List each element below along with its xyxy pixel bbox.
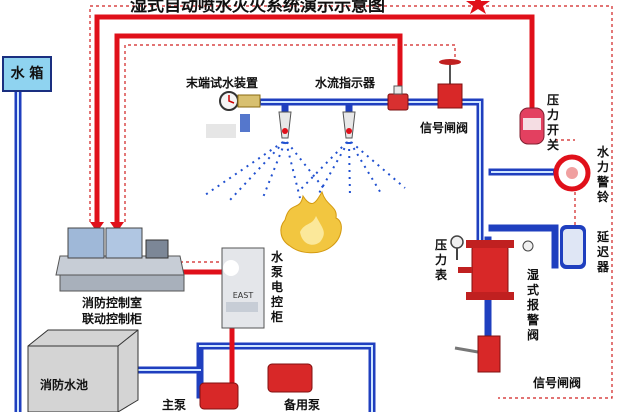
- fire-pool-label: 消防水池: [40, 378, 89, 392]
- sprinkler-heads: [278, 111, 356, 139]
- main-pump-label: 主泵: [162, 398, 187, 412]
- water-pipes: [14, 88, 559, 412]
- standby-pump-label: 备用泵: [284, 398, 321, 412]
- pump-control-cabinet: [221, 247, 265, 329]
- retarder: [560, 225, 586, 269]
- signal-arrows: [90, 222, 124, 232]
- wet-alarm-valve: [450, 235, 534, 300]
- signal-valve-bottom-label: 信号闸阀: [533, 376, 582, 390]
- water-alarm-bell: [553, 154, 591, 192]
- water-spray: [204, 141, 406, 201]
- end-test-device-label: 末端试水装置: [186, 76, 259, 90]
- fire-control-console: [55, 227, 185, 292]
- star-icon: [466, 0, 490, 14]
- water-tank: 水 箱: [2, 56, 52, 92]
- pressure-switch: [519, 107, 545, 145]
- linkage-cabinet-label: 联动控制柜: [82, 312, 143, 326]
- signal-valve-top-label: 信号闸阀: [420, 121, 469, 135]
- end-test-device: [206, 91, 261, 138]
- diagram-title: 湿式自动喷水灭火系统演示示意图: [130, 0, 385, 16]
- pump-cabinet-label: 水泵电控柜: [270, 250, 283, 324]
- control-room-label: 消防控制室: [82, 296, 143, 310]
- cabinet-brand: EAST: [233, 291, 254, 300]
- fire-icon: [280, 190, 342, 254]
- pressure-gauge-label: 压力表: [434, 238, 447, 282]
- retarder-label: 延迟器: [596, 230, 609, 274]
- pressure-switch-label: 压力开关: [546, 93, 559, 152]
- flow-indicator: [387, 85, 409, 111]
- standby-pump: [267, 363, 313, 393]
- main-pump: [199, 382, 239, 410]
- water-bell-label: 水力警铃: [596, 145, 609, 204]
- flow-indicator-label: 水流指示器: [315, 76, 376, 90]
- signal-gate-valve-bottom: [454, 335, 501, 373]
- alarm-valve-label: 湿式报警阀: [526, 268, 539, 342]
- signal-gate-valve-top: [437, 59, 463, 109]
- fire-pool: [27, 329, 139, 412]
